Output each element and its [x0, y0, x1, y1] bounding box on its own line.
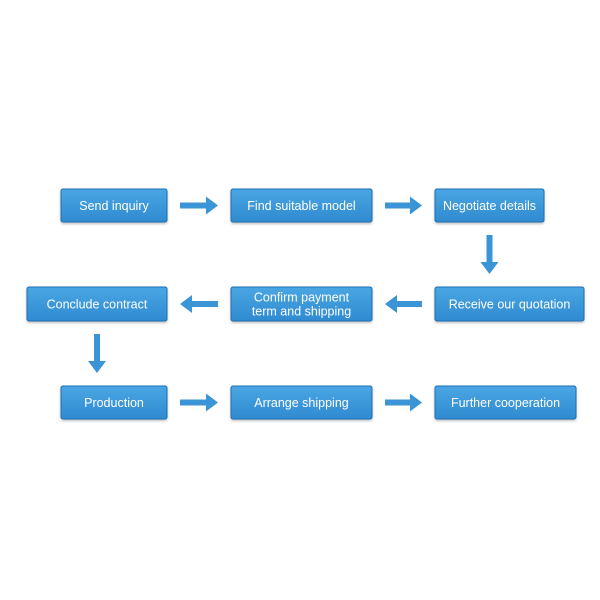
step-box-rect [26, 286, 168, 322]
step-box-find: Find suitable model [230, 188, 373, 223]
arrows [88, 196, 499, 412]
step-box-quotation: Receive our quotation [434, 286, 585, 322]
step-box-rect [230, 286, 373, 322]
step-box-send: Send inquiry [60, 188, 168, 223]
arrow-production-to-arrange [180, 393, 218, 412]
step-box-rect [60, 188, 168, 223]
step-box-contract: Conclude contract [26, 286, 168, 322]
arrow-send-to-find [180, 196, 218, 215]
step-box-arrange: Arrange shipping [230, 385, 373, 420]
step-boxes: Send inquiry Find suitable model Negotiate… [26, 188, 585, 420]
step-box-rect [230, 188, 373, 223]
arrow-quotation-to-confirm [385, 295, 422, 313]
step-box-cooperation: Further cooperation [434, 385, 577, 420]
step-label-confirm: Confirm payment [254, 291, 350, 305]
step-label-send: Send inquiry [79, 199, 149, 213]
step-box-production: Production [60, 385, 168, 420]
step-label-negotiate: Negotiate details [443, 199, 536, 213]
step-box-rect [60, 385, 168, 420]
arrow-negotiate-to-quotation [480, 235, 499, 274]
step-label-quotation: Receive our quotation [449, 298, 571, 312]
step-label-contract: Conclude contract [47, 298, 148, 312]
step-box-rect [434, 385, 577, 420]
arrow-confirm-to-contract [180, 295, 218, 313]
step-label-confirm: term and shipping [252, 305, 351, 319]
step-label-production: Production [84, 396, 144, 410]
arrow-find-to-negotiate [385, 196, 422, 215]
step-box-rect [230, 385, 373, 420]
arrow-arrange-to-cooperation [385, 393, 422, 412]
step-box-rect [434, 286, 585, 322]
step-box-rect [434, 188, 545, 223]
step-label-cooperation: Further cooperation [451, 396, 560, 410]
step-label-arrange: Arrange shipping [254, 396, 349, 410]
step-label-find: Find suitable model [247, 199, 355, 213]
arrow-contract-to-production [88, 334, 106, 373]
step-box-negotiate: Negotiate details [434, 188, 545, 223]
